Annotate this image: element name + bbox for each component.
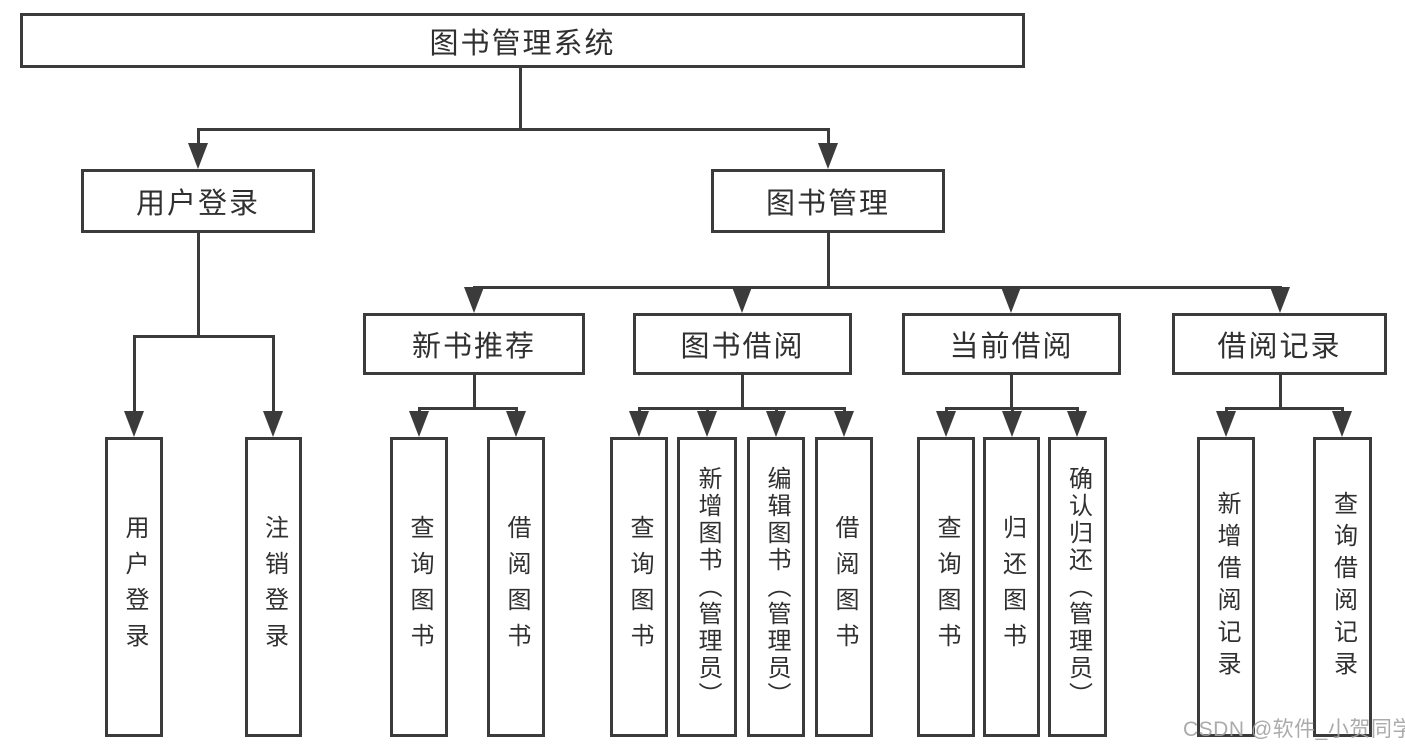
leaf-label: 借阅图书 bbox=[503, 515, 530, 659]
arrowhead-down-icon bbox=[124, 411, 144, 437]
node-current-borrow: 当前借阅 bbox=[902, 313, 1121, 375]
node-borrow-records: 借阅记录 bbox=[1172, 313, 1387, 375]
leaf-confirm-return-admin: 确认归还（管理员） bbox=[1048, 437, 1107, 737]
arrowhead-down-icon bbox=[409, 411, 429, 437]
leaf-label: 查询图书 bbox=[933, 515, 960, 659]
connector-stem bbox=[197, 233, 200, 338]
watermark-text: CSDN @软件_小贺同学 bbox=[1183, 718, 1405, 741]
connector-rail bbox=[197, 128, 830, 131]
connector-drop bbox=[133, 335, 136, 415]
leaf-new-books-borrow: 借阅图书 bbox=[487, 437, 545, 737]
arrowhead-down-icon bbox=[1332, 411, 1352, 437]
arrowhead-down-icon bbox=[766, 411, 786, 437]
leaf-borrow-query-books: 查询图书 bbox=[610, 437, 668, 737]
arrowhead-down-icon bbox=[263, 411, 283, 437]
leaf-label: 注销登录 bbox=[260, 515, 288, 659]
arrowhead-down-icon bbox=[629, 411, 649, 437]
connector-stem bbox=[741, 375, 744, 410]
leaf-label: 查询图书 bbox=[626, 515, 653, 659]
arrowhead-down-icon bbox=[506, 411, 526, 437]
leaf-user-login: 用户登录 bbox=[105, 437, 163, 737]
leaf-label: 确认归还（管理员） bbox=[1064, 465, 1092, 709]
connector-drop bbox=[197, 128, 200, 147]
connector-stem bbox=[827, 233, 830, 289]
leaf-return-books: 归还图书 bbox=[983, 437, 1040, 737]
arrowhead-down-icon bbox=[1067, 411, 1087, 437]
leaf-label: 查询借阅记录 bbox=[1329, 491, 1357, 683]
connector-drop bbox=[827, 128, 830, 147]
arrowhead-down-icon bbox=[818, 143, 838, 169]
leaf-label: 归还图书 bbox=[998, 515, 1026, 659]
connector-rail bbox=[418, 407, 518, 410]
leaf-label: 新增图书（管理员） bbox=[694, 465, 721, 709]
connector-stem bbox=[473, 375, 476, 410]
leaf-label: 编辑图书（管理员） bbox=[763, 465, 790, 709]
leaf-new-books-query: 查询图书 bbox=[390, 437, 448, 737]
leaf-add-book-admin: 新增图书（管理员） bbox=[677, 437, 737, 737]
arrowhead-down-icon bbox=[936, 411, 956, 437]
connector-rail bbox=[133, 335, 275, 338]
connector-stem bbox=[1010, 375, 1013, 410]
node-root-library-system: 图书管理系统 bbox=[20, 13, 1025, 68]
leaf-logout: 注销登录 bbox=[245, 437, 302, 737]
leaf-label: 查询图书 bbox=[406, 515, 433, 659]
node-book-management: 图书管理 bbox=[711, 169, 945, 233]
arrowhead-down-icon bbox=[1216, 411, 1236, 437]
leaf-edit-book-admin: 编辑图书（管理员） bbox=[747, 437, 805, 737]
leaf-current-query-books: 查询图书 bbox=[917, 437, 975, 737]
connector-drop bbox=[272, 335, 275, 415]
leaf-label: 用户登录 bbox=[121, 515, 148, 659]
leaf-label: 借阅图书 bbox=[831, 515, 858, 659]
connector-rail bbox=[473, 286, 1282, 289]
leaf-borrow-books: 借阅图书 bbox=[815, 437, 873, 737]
leaf-query-borrow-record: 查询借阅记录 bbox=[1313, 437, 1372, 737]
node-user-login: 用户登录 bbox=[81, 169, 315, 233]
arrowhead-down-icon bbox=[1270, 287, 1290, 313]
arrowhead-down-icon bbox=[732, 287, 752, 313]
arrowhead-down-icon bbox=[697, 411, 717, 437]
node-new-book-recommend: 新书推荐 bbox=[363, 313, 585, 375]
leaf-add-borrow-record: 新增借阅记录 bbox=[1197, 437, 1255, 737]
connector-rail bbox=[1225, 407, 1344, 410]
arrowhead-down-icon bbox=[188, 143, 208, 169]
connector-rail bbox=[638, 407, 846, 410]
connector-stem bbox=[519, 68, 522, 131]
arrowhead-down-icon bbox=[834, 411, 854, 437]
leaf-label: 新增借阅记录 bbox=[1213, 491, 1240, 683]
connector-stem bbox=[1279, 375, 1282, 410]
arrowhead-down-icon bbox=[1001, 287, 1021, 313]
node-book-borrow: 图书借阅 bbox=[633, 313, 852, 375]
arrowhead-down-icon bbox=[464, 287, 484, 313]
arrowhead-down-icon bbox=[1002, 411, 1022, 437]
